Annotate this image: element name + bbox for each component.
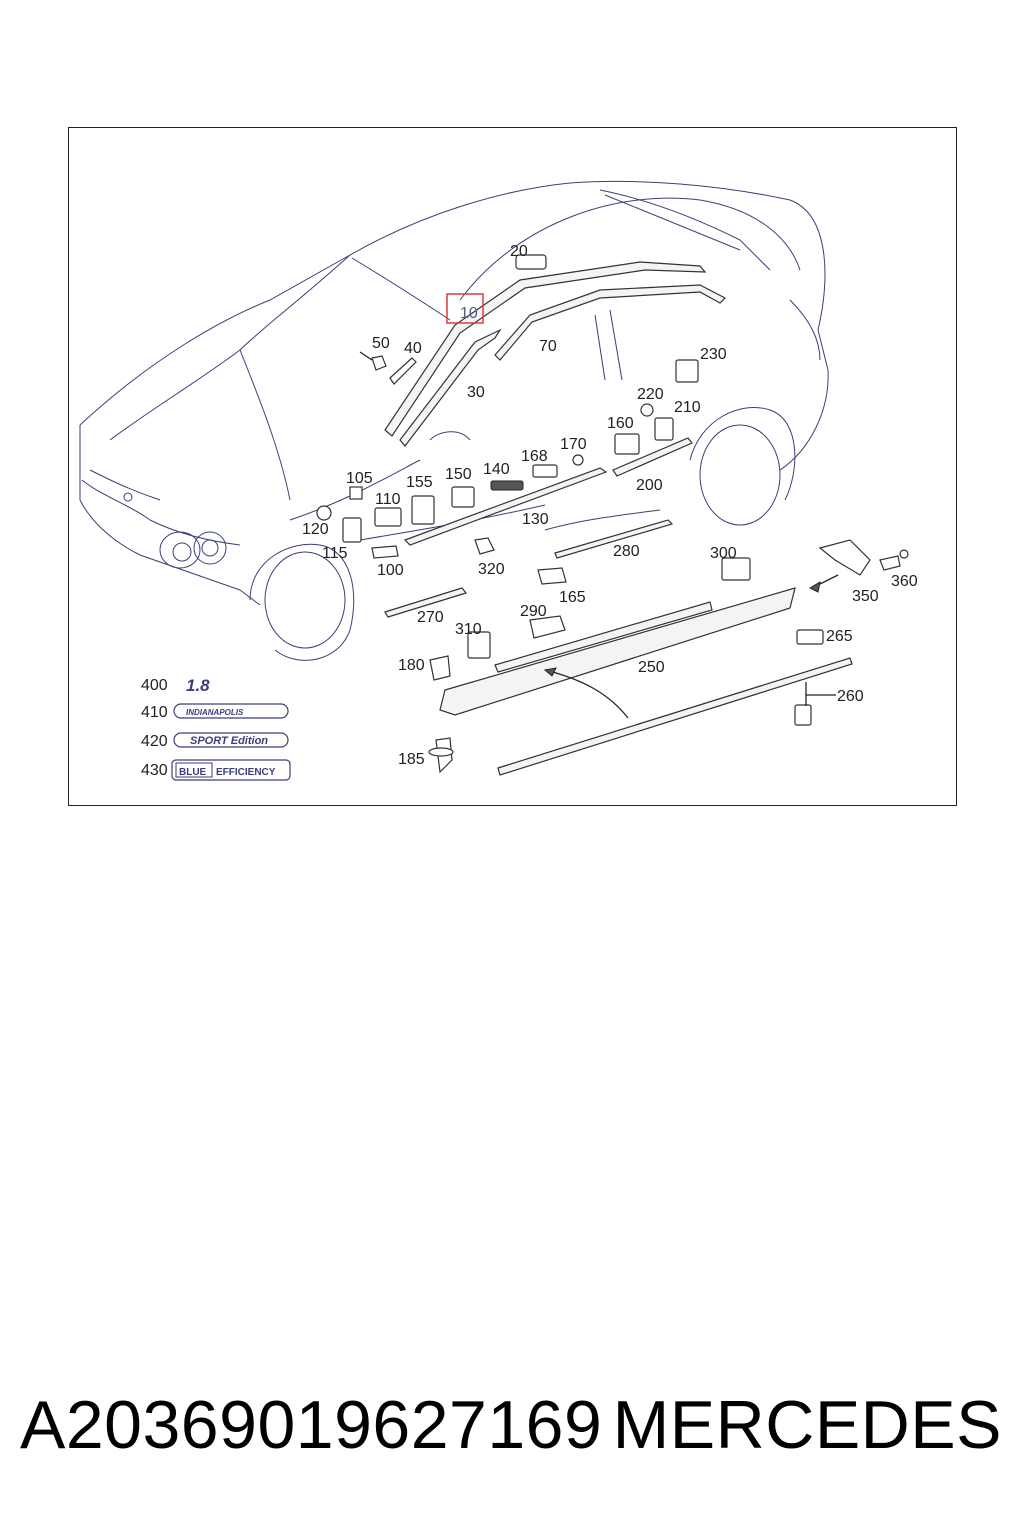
callout-320[interactable]: 320 [478,561,505,578]
legend-num-410: 410 [141,704,168,721]
callout-50[interactable]: 50 [372,335,390,352]
legend-num-430: 430 [141,762,168,779]
badge-sport-shape [173,732,289,748]
callout-160[interactable]: 160 [607,415,634,432]
badge-efficiency: EFFICIENCY [216,767,276,778]
callout-185[interactable]: 185 [398,751,425,768]
badge-1-8: 1.8 [186,676,210,695]
window-trim-strips [384,261,727,447]
callout-290[interactable]: 290 [520,603,547,620]
callout-30[interactable]: 30 [467,384,485,401]
callout-300[interactable]: 300 [710,545,737,562]
callout-250[interactable]: 250 [638,659,665,676]
callout-360[interactable]: 360 [891,573,918,590]
car-outline [79,180,829,661]
badge-legend: 400 1.8 410 INDIANAPOLIS 420 SPORT Editi… [141,676,291,781]
callout-120[interactable]: 120 [302,521,329,538]
badge-sport-edition: SPORT Edition [190,735,268,747]
callout-165[interactable]: 165 [559,589,586,606]
side-skirt [428,587,853,776]
callout-168[interactable]: 168 [521,448,548,465]
legend-num-400: 400 [141,677,168,694]
legend-num-420: 420 [141,733,168,750]
badge-indianapolis: INDIANAPOLIS [186,708,244,717]
callout-230[interactable]: 230 [700,346,727,363]
callout-20[interactable]: 20 [510,243,528,260]
highlight-box-10 [446,293,484,324]
callout-280[interactable]: 280 [613,543,640,560]
badge-blue-efficiency-shape [171,759,291,781]
callout-180[interactable]: 180 [398,657,425,674]
callout-200[interactable]: 200 [636,477,663,494]
callout-210[interactable]: 210 [674,399,701,416]
callout-100[interactable]: 100 [377,562,404,579]
fasteners-and-clips [316,254,909,659]
badge-indianapolis-shape [173,703,289,719]
callout-170[interactable]: 170 [560,436,587,453]
callout-140[interactable]: 140 [483,461,510,478]
callout-105[interactable]: 105 [346,470,373,487]
callout-155[interactable]: 155 [406,474,433,491]
badge-blue: BLUE [179,767,207,778]
callout-260[interactable]: 260 [837,688,864,705]
callout-130[interactable]: 130 [522,511,549,528]
callout-350[interactable]: 350 [852,588,879,605]
callout-110[interactable]: 110 [375,491,401,508]
footer: A20369019627169 MERCEDES [0,1375,1024,1475]
callout-labels: 10 20 30 40 50 70 100 105 110 115 120 13… [302,243,918,768]
callout-270[interactable]: 270 [417,609,444,626]
callout-115[interactable]: 115 [322,545,348,562]
brand-name: MERCEDES [612,1387,1002,1463]
callout-70[interactable]: 70 [539,338,557,355]
part-number: A20369019627169 [20,1387,603,1463]
callout-310[interactable]: 310 [455,621,482,638]
callout-150[interactable]: 150 [445,466,472,483]
badge-blue-box [175,762,213,778]
callout-220[interactable]: 220 [637,386,664,403]
callout-10[interactable]: 10 [460,305,478,322]
callout-40[interactable]: 40 [404,340,422,357]
callout-265[interactable]: 265 [826,628,853,645]
